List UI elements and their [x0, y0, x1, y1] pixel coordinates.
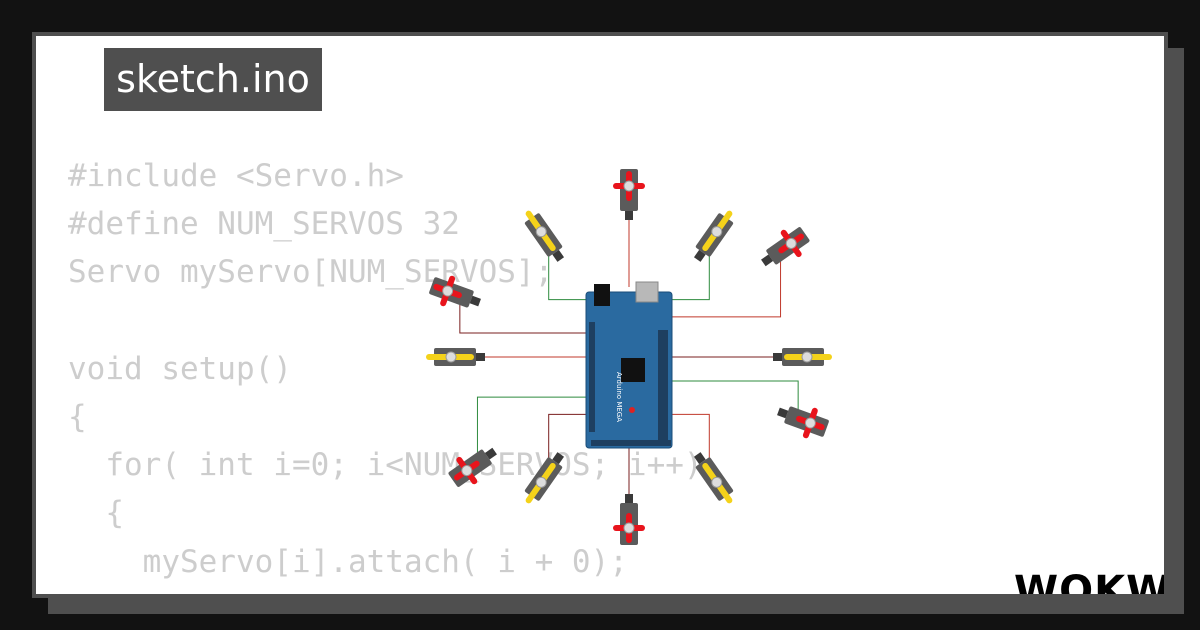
servo-motor [429, 275, 481, 308]
servo-motor [524, 452, 565, 504]
servo-motor [613, 494, 645, 545]
code-line: void setup() [68, 350, 292, 387]
servo-motor [693, 210, 734, 262]
servo-motor [777, 406, 829, 439]
servo-motor [773, 348, 832, 366]
servo-motor [448, 447, 497, 487]
code-line: #define NUM_SERVOS 32 [68, 206, 460, 243]
code-line: myServo[i].attach( i + 0); [68, 543, 628, 580]
wokwi-logo-text: WOKWI [1014, 568, 1168, 598]
code-line: { [68, 398, 87, 435]
servo-motor [761, 227, 810, 267]
servo-motor [693, 452, 734, 504]
board-label: Arduino MEGA [615, 372, 623, 422]
code-preview: #include <Servo.h> #define NUM_SERVOS 32 S… [68, 152, 703, 594]
code-line: } [68, 586, 703, 594]
servo-wire [666, 380, 799, 419]
code-line: Servo myServo[NUM_SERVOS]; [68, 254, 554, 291]
sketch-filename-tab[interactable]: sketch.ino [104, 48, 322, 111]
preview-card: #include <Servo.h> #define NUM_SERVOS 32 S… [32, 32, 1168, 598]
servo-motor [426, 348, 485, 366]
servo-wire [476, 396, 597, 464]
circuit-diagram: Arduino MEGA [426, 169, 832, 545]
code-line: { [68, 495, 124, 532]
servo-motor [613, 169, 645, 220]
servo-wire [661, 250, 782, 318]
servo-array [426, 169, 832, 545]
code-line: #include <Servo.h> [68, 158, 404, 194]
arduino-mega-board: Arduino MEGA [585, 281, 673, 449]
wokwi-logo: WOKWI [1014, 568, 1168, 598]
servo-wire [459, 295, 592, 334]
servo-motor [524, 210, 565, 262]
